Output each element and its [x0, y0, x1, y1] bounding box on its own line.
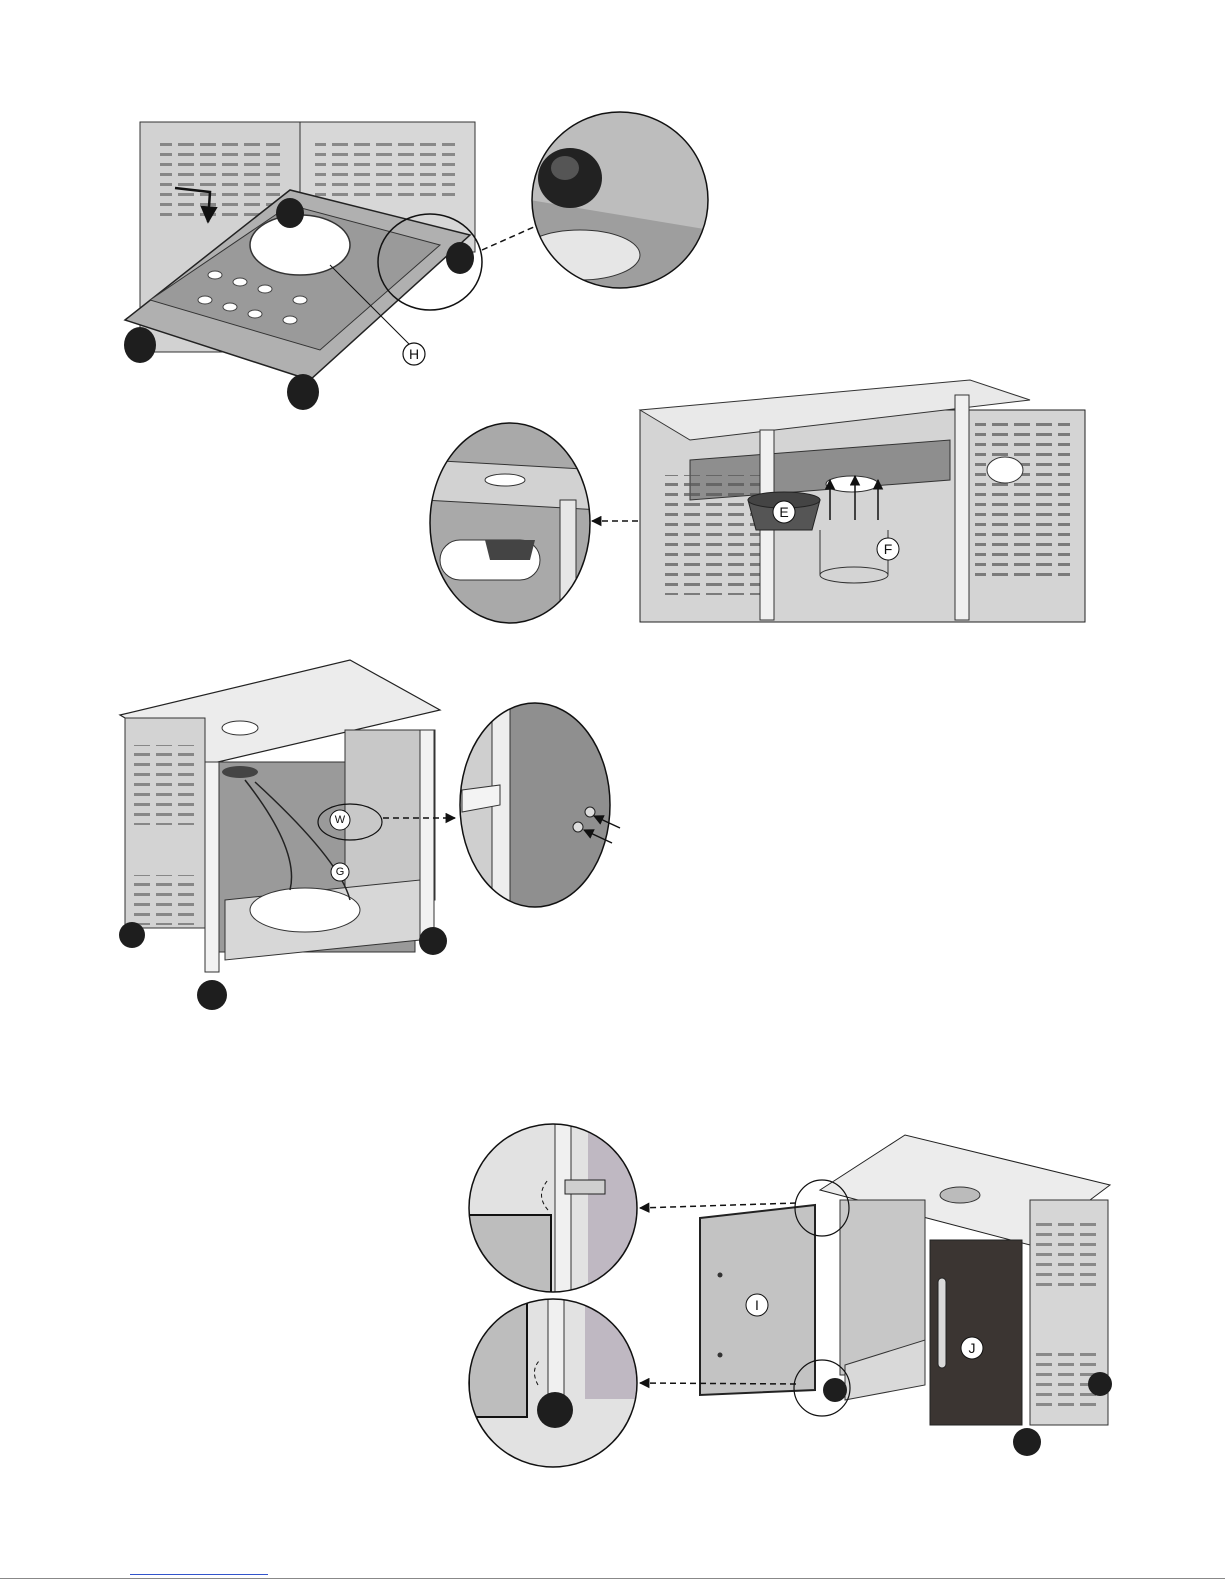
label-e: E — [779, 504, 788, 520]
label-i: I — [755, 1297, 759, 1313]
label-j: J — [969, 1340, 976, 1356]
detail-zoom-hooks — [458, 700, 620, 910]
detail-zoom-top-hinge — [469, 1124, 638, 1295]
figure-2-grease-cup: E F — [592, 380, 1085, 622]
footer-link-underline[interactable] — [130, 1574, 268, 1575]
detail-zoom-caster — [520, 110, 710, 290]
detail-zoom-cup — [425, 420, 600, 630]
detail-zoom-bottom-hinge — [469, 1299, 637, 1467]
label-f: F — [884, 541, 893, 557]
figure-4-doors: J I — [640, 1135, 1112, 1456]
footer-divider — [0, 1578, 1225, 1579]
label-w: W — [335, 814, 346, 826]
label-g: G — [336, 866, 345, 878]
figure-1-cart-base: H — [124, 122, 545, 410]
label-h: H — [409, 346, 419, 362]
figure-3-cart-frame: W G — [119, 660, 455, 1010]
